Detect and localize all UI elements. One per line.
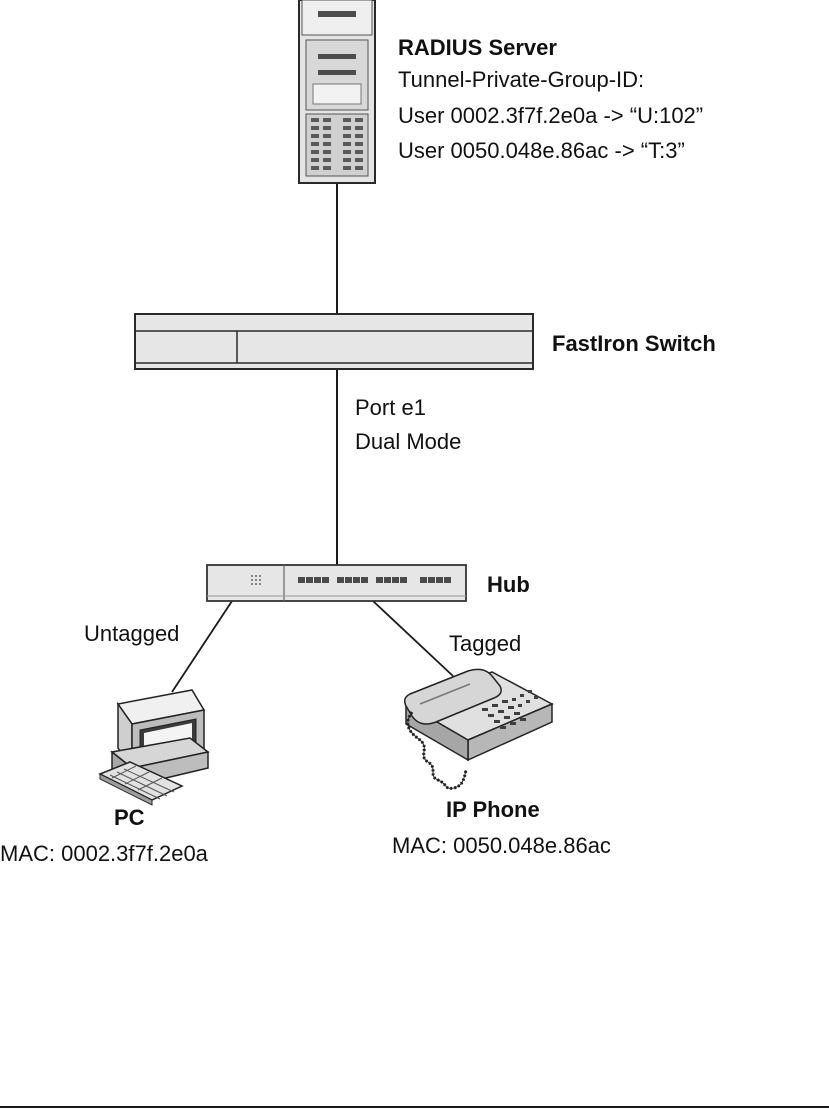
port-mode: Dual Mode <box>355 429 462 454</box>
link-hub-pc <box>171 600 233 693</box>
pc-title: PC <box>114 805 145 830</box>
untagged-label: Untagged <box>84 621 180 646</box>
port-name: Port e1 <box>355 395 426 420</box>
radius-mapping-2: User 0050.048e.86ac -> “T:3” <box>398 138 685 163</box>
tagged-label: Tagged <box>449 631 522 656</box>
radius-server-icon <box>298 0 376 184</box>
radius-server-title: RADIUS Server <box>398 35 557 60</box>
pc-icon <box>98 689 210 806</box>
link-hub-phone <box>372 600 454 677</box>
ip-phone-icon <box>403 668 554 790</box>
ip-phone-title: IP Phone <box>446 797 540 822</box>
switch-icon <box>134 313 534 370</box>
radius-mapping-1: User 0002.3f7f.2e0a -> “U:102” <box>398 103 704 128</box>
pc-mac: MAC: 0002.3f7f.2e0a <box>0 841 208 866</box>
hub-icon <box>206 564 467 602</box>
ip-phone-mac: MAC: 0050.048e.86ac <box>392 833 611 858</box>
hub-title: Hub <box>487 572 530 597</box>
radius-attribute-label: Tunnel-Private-Group-ID: <box>398 67 645 92</box>
switch-title: FastIron Switch <box>552 331 716 356</box>
